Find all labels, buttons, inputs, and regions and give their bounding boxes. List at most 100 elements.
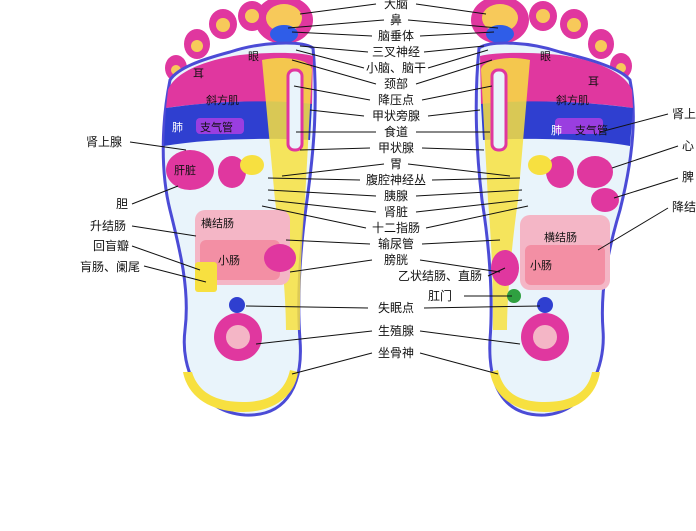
label-pressure-point: 降压点 [378, 93, 414, 107]
leader-line-heart [611, 145, 679, 169]
label-cecum-appendix: 肓肠、阑尾 [80, 259, 140, 274]
label-descending-colon: 降结 [672, 200, 696, 214]
leader-line-right [421, 85, 493, 101]
label-parathyroid: 甲状旁腺 [372, 108, 420, 123]
leader-line-right [487, 267, 506, 277]
leader-line-adrenal-right [599, 113, 669, 133]
left-foot-inner-labels: 耳 眼 斜方肌 肺 支气管 肝脏 横结肠 小肠 [172, 50, 259, 267]
inner-right-eye: 眼 [540, 50, 551, 63]
side-leader-lines [129, 113, 679, 283]
leader-line-right [423, 45, 485, 53]
label-brain: 大脑 [384, 0, 408, 11]
label-adrenal-right: 肾上 [672, 107, 696, 121]
inner-right-ear: 耳 [588, 75, 599, 88]
leader-line-ileocecal [131, 245, 201, 271]
label-pituitary: 脑垂体 [378, 29, 414, 43]
leader-line-right [419, 330, 521, 345]
leader-line-right [415, 3, 487, 15]
leader-line-left [309, 109, 365, 117]
label-spleen: 脾 [682, 169, 694, 184]
leader-line-descending-colon [597, 207, 669, 251]
leader-line-spleen [613, 177, 679, 199]
leader-line-right [431, 177, 521, 181]
leader-line-ascending-colon [131, 225, 197, 237]
inner-right-lung: 肺 [551, 124, 562, 137]
leader-line-right [415, 189, 523, 197]
label-duodenum: 十二指肠 [372, 220, 420, 235]
label-cerebellum: 小脑、脑干 [366, 61, 426, 75]
inner-left-transverse-colon: 横结肠 [201, 216, 234, 230]
center-leader-lines [245, 3, 541, 375]
label-gallbladder: 胆 [116, 197, 128, 211]
inner-right-trapezius: 斜方肌 [556, 93, 589, 107]
leader-line-right [425, 205, 529, 229]
leader-line-left [255, 330, 373, 345]
leader-line-adrenal-left [129, 141, 187, 151]
label-esophagus: 食道 [384, 124, 408, 139]
inner-left-small-intestine: 小肠 [218, 254, 240, 267]
leader-line-right [421, 147, 485, 151]
label-adrenal-left: 肾上腺 [86, 135, 122, 149]
label-trigeminal: 三叉神经 [372, 45, 420, 59]
leader-line-left [299, 45, 369, 53]
label-insomnia-point: 失眠点 [378, 300, 414, 315]
inner-left-lung: 肺 [172, 121, 183, 134]
leader-line-right [427, 109, 481, 117]
right-foot-inner-labels: 耳 眼 斜方肌 肺 支气管 横结肠 小肠 [530, 50, 608, 272]
leader-line-right [407, 163, 511, 177]
leader-line-right [419, 352, 499, 375]
leader-line-right [419, 31, 495, 37]
leader-line-left [285, 239, 371, 245]
label-sigmoid-rectum: 乙状结肠、直肠 [398, 269, 482, 283]
leader-line-left [281, 163, 385, 177]
inner-right-transverse-colon: 横结肠 [544, 230, 577, 244]
leader-line-left [267, 199, 377, 213]
leader-line-right [419, 259, 501, 273]
label-ureter: 输尿管 [378, 236, 414, 251]
right-foot [471, 0, 635, 417]
leader-line-left [291, 352, 373, 375]
leader-line-left [299, 3, 377, 15]
leader-line-left [293, 85, 371, 101]
left-foot [161, 0, 317, 417]
leader-line-left [245, 305, 369, 309]
inner-right-bronchus: 支气管 [575, 123, 608, 137]
left-side-labels: 肾上腺 胆 升结肠 回盲瓣 肓肠、阑尾 [80, 135, 140, 274]
leader-line-left [287, 19, 385, 29]
leader-line-cecum [143, 265, 207, 283]
inner-right-small-intestine: 小肠 [530, 259, 552, 272]
label-ileocecal-valve: 回盲瓣 [93, 238, 129, 253]
right-side-labels: 肾上 心 脾 降结 [672, 107, 696, 214]
inner-left-bronchus: 支气管 [200, 120, 233, 134]
leader-line-left [291, 59, 377, 85]
label-gonad: 生殖腺 [378, 323, 414, 338]
leader-line-right [423, 305, 541, 309]
leader-line-left [267, 177, 361, 181]
leader-line-right [415, 59, 493, 85]
label-kidney: 肾脏 [384, 204, 408, 219]
label-ascending-colon: 升结肠 [90, 219, 126, 233]
center-labels: 大脑 鼻 脑垂体 三叉神经 小脑、脑干 颈部 降压点 甲状旁腺 食道 甲状腺 胃… [366, 0, 482, 360]
inner-left-trapezius: 斜方肌 [206, 93, 239, 107]
leader-line-left [261, 205, 367, 229]
label-heart: 心 [682, 139, 694, 153]
label-sciatic: 坐骨神 [378, 346, 414, 360]
leader-line-right [427, 49, 489, 69]
leader-line-left [299, 147, 371, 151]
label-anus: 肛门 [428, 288, 452, 303]
leader-line-right [421, 239, 501, 245]
inner-left-ear: 耳 [193, 67, 204, 80]
label-nose: 鼻 [390, 12, 402, 27]
inner-left-eye: 眼 [248, 50, 259, 63]
leader-line-left [291, 31, 373, 37]
leader-line-gallbladder [131, 185, 179, 205]
leader-line-right [415, 199, 523, 213]
label-bladder: 膀胱 [384, 252, 408, 267]
inner-left-liver: 肝脏 [174, 164, 196, 177]
label-celiac-plexus: 腹腔神经丛 [366, 172, 426, 187]
label-stomach: 胃 [390, 157, 402, 171]
label-pancreas: 胰腺 [384, 189, 408, 203]
leader-line-left [267, 189, 377, 197]
leader-line-left [289, 259, 373, 273]
